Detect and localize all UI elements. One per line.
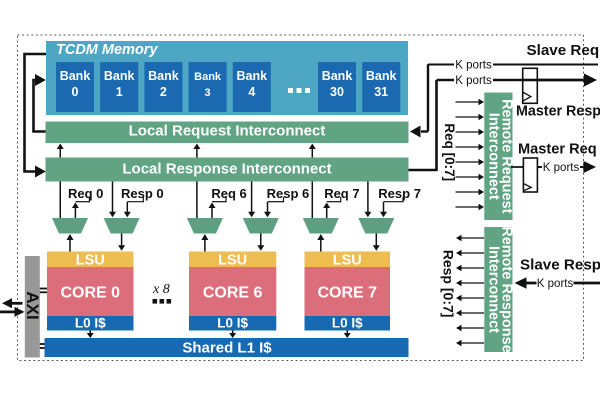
svg-text:Remote Response: Remote Response: [498, 226, 514, 353]
svg-text:Local Response Interconnect: Local Response Interconnect: [122, 161, 331, 178]
svg-text:TCDM Memory: TCDM Memory: [56, 42, 158, 58]
svg-text:Bank: Bank: [148, 69, 179, 83]
svg-text:Interconnect: Interconnect: [485, 113, 501, 200]
svg-text:K ports: K ports: [537, 278, 574, 290]
svg-text:Bank: Bank: [237, 69, 268, 83]
svg-text:1: 1: [116, 85, 123, 99]
svg-text:Bank: Bank: [104, 69, 135, 83]
svg-text:Interconnect: Interconnect: [485, 246, 501, 333]
svg-text:L0 I$: L0 I$: [217, 316, 248, 331]
svg-text:30: 30: [330, 85, 344, 99]
svg-text:LSU: LSU: [218, 253, 247, 269]
svg-text:Resp 6: Resp 6: [267, 186, 310, 201]
svg-text:Slave Resp: Slave Resp: [520, 257, 600, 274]
svg-text:LSU: LSU: [76, 253, 105, 269]
svg-text:CORE 7: CORE 7: [317, 285, 377, 302]
svg-text:Slave Req: Slave Req: [527, 42, 600, 59]
svg-text:L0 I$: L0 I$: [332, 316, 363, 331]
svg-text:Master Req: Master Req: [518, 142, 597, 158]
svg-text:Req 7: Req 7: [324, 186, 359, 201]
svg-text:Resp [0:7]: Resp [0:7]: [441, 250, 457, 318]
svg-text:K ports: K ports: [455, 75, 492, 87]
svg-text:31: 31: [374, 85, 388, 99]
svg-text:3: 3: [205, 87, 211, 99]
svg-text:K ports: K ports: [455, 60, 492, 72]
svg-text:CORE 6: CORE 6: [203, 285, 263, 302]
svg-text:Master Resp: Master Resp: [516, 104, 600, 120]
svg-text:Req 0: Req 0: [68, 186, 103, 201]
svg-text:AXI: AXI: [23, 291, 42, 319]
svg-text:Bank: Bank: [366, 69, 397, 83]
svg-text:LSU: LSU: [333, 253, 362, 269]
svg-text:0: 0: [72, 85, 79, 99]
svg-text:Resp 7: Resp 7: [378, 186, 421, 201]
svg-text:CORE 0: CORE 0: [60, 285, 120, 302]
svg-text:x 8: x 8: [152, 282, 170, 297]
svg-text:Bank: Bank: [194, 71, 222, 83]
svg-text:Resp 0: Resp 0: [121, 186, 164, 201]
svg-text:Local Request Interconnect: Local Request Interconnect: [129, 123, 326, 140]
svg-text:L0 I$: L0 I$: [75, 316, 106, 331]
svg-text:Req 6: Req 6: [211, 186, 246, 201]
svg-text:K ports: K ports: [543, 162, 580, 174]
svg-text:4: 4: [248, 85, 255, 99]
svg-text:Shared L1 I$: Shared L1 I$: [182, 340, 272, 357]
svg-text:2: 2: [160, 85, 167, 99]
svg-text:Req [0:7]: Req [0:7]: [442, 123, 457, 181]
svg-text:Bank: Bank: [322, 69, 353, 83]
svg-text:Bank: Bank: [60, 69, 91, 83]
svg-text:Remote Request: Remote Request: [498, 99, 514, 214]
